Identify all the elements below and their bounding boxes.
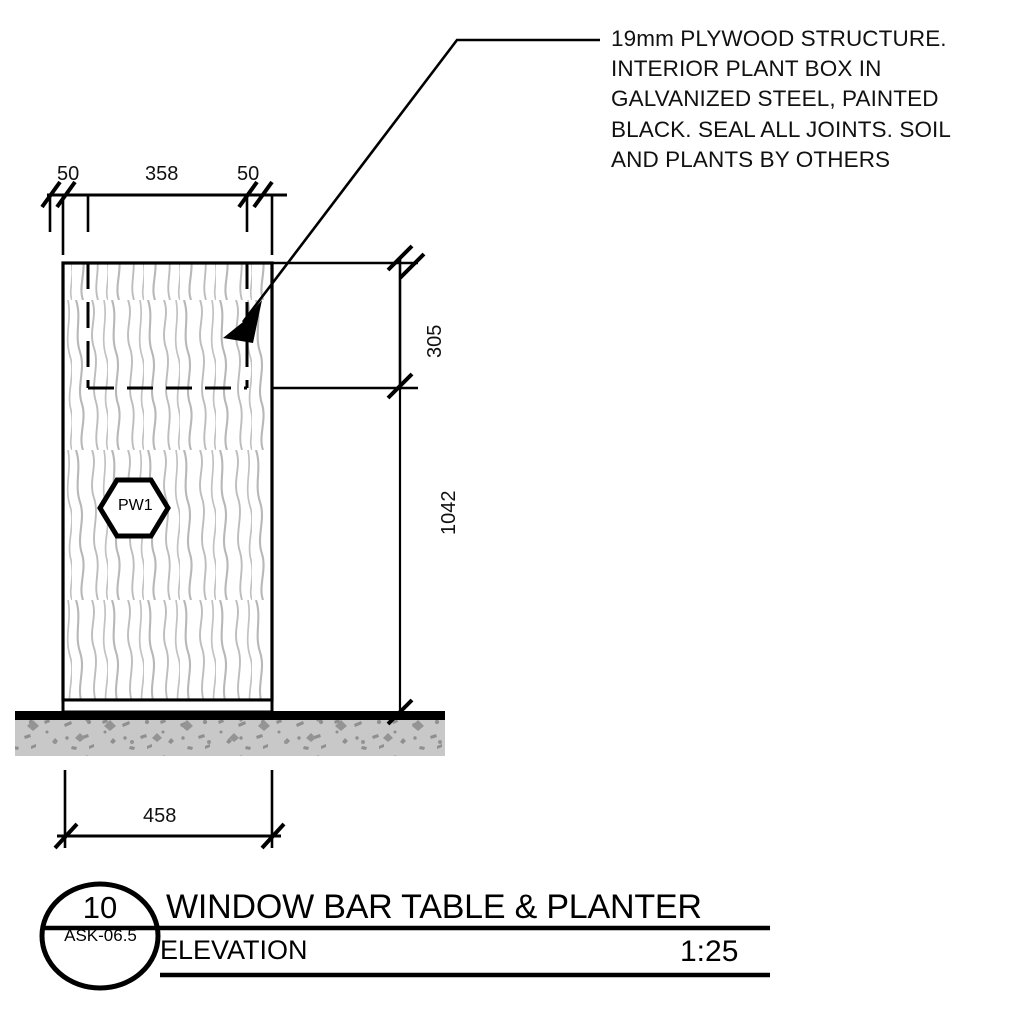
leader-note-line-3: GALVANIZED STEEL, PAINTED [611,86,939,112]
material-tag-pw1[interactable] [97,477,171,539]
dimension-label-right-50: 50 [237,163,260,185]
dimension-label-1042: 1042 [438,490,460,536]
vertical-dimension-chain [272,244,426,726]
drawing-scale: 1:25 [680,935,739,968]
leader-line [223,38,600,343]
floor-slab [15,711,445,756]
top-dimension-chain [40,180,287,255]
dimension-label-458: 458 [143,805,177,827]
dimension-label-left-50: 50 [57,163,80,185]
dimension-label-358: 358 [145,163,179,185]
sheet-number: ASK-06.5 [64,926,137,945]
leader-note-line-4: BLACK. SEAL ALL JOINTS. SOIL [611,116,952,142]
material-tag-pw1-label: PW1 [118,497,153,514]
leader-note-line-1: 19mm PLYWOOD STRUCTURE. [611,26,947,51]
detail-number: 10 [82,890,118,925]
leader-note-line-2: INTERIOR PLANT BOX IN [611,56,882,82]
dimension-label-305: 305 [424,324,446,358]
leader-note-line-5: AND PLANTS BY OTHERS [611,146,891,172]
drawing-subtitle: ELEVATION [160,935,308,965]
leader-note: 19mm PLYWOOD STRUCTURE. INTERIOR PLANT B… [611,24,1011,175]
bottom-dimension [53,770,286,850]
drawing-title: WINDOW BAR TABLE & PLANTER [166,888,702,926]
title-block-graphics [39,881,770,991]
